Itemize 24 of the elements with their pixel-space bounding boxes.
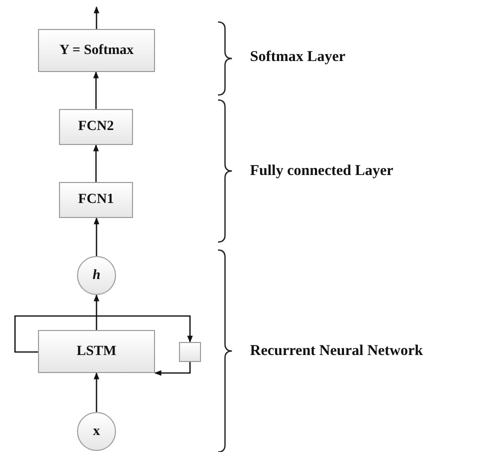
arrow <box>93 71 99 109</box>
arrow <box>94 6 100 29</box>
node-label: h <box>92 268 100 284</box>
delay-box <box>179 342 201 362</box>
arrow <box>154 362 191 376</box>
layer-box <box>38 29 155 72</box>
layer-label: Recurrent Neural Network <box>250 343 424 360</box>
node-label: Y = Softmax <box>59 42 134 58</box>
node-label: x <box>93 424 100 440</box>
node-label: FCN1 <box>78 192 114 208</box>
arrow <box>94 294 100 330</box>
layer-box <box>38 330 155 373</box>
layer-label: Fully connected Layer <box>250 163 394 180</box>
node-label: LSTM <box>76 344 116 360</box>
layer-label: Softmax Layer <box>250 49 346 66</box>
layer-box <box>59 182 133 218</box>
arrow <box>14 315 193 353</box>
node-label: FCN2 <box>78 119 114 135</box>
layer-box <box>59 109 133 145</box>
state-circle <box>77 412 116 451</box>
arrow <box>94 372 100 412</box>
state-circle <box>77 256 116 295</box>
arrow <box>94 217 100 256</box>
arrow <box>93 144 99 182</box>
